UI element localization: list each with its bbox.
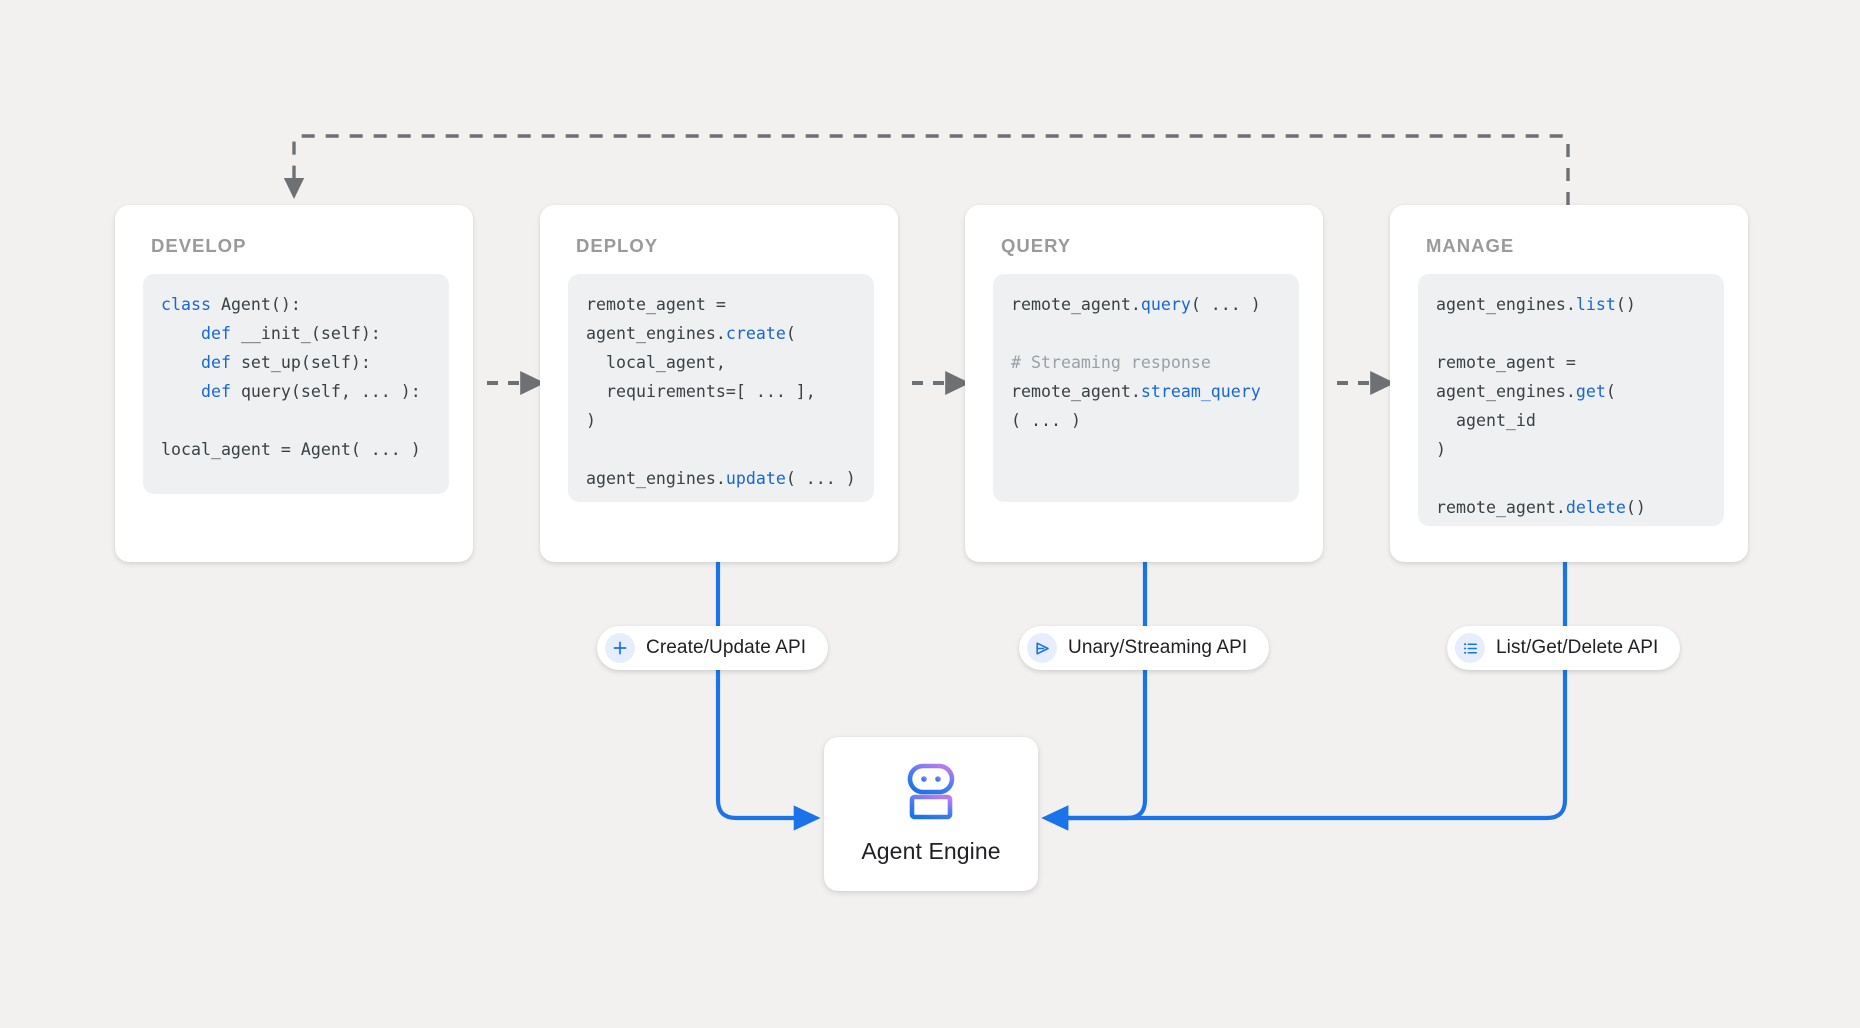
send-triangle-icon [1027, 633, 1057, 663]
api-connector-create-update [715, 562, 821, 831]
stage-card-deploy[interactable]: DEPLOY remote_agent = agent_engines.crea… [540, 205, 898, 562]
code-block-deploy: remote_agent = agent_engines.create( loc… [568, 274, 874, 502]
robot-icon [900, 763, 962, 826]
agent-engine-label: Agent Engine [861, 838, 1001, 864]
feedback-loop-connector [283, 134, 1570, 205]
plus-icon [605, 633, 635, 663]
api-pill-label: Create/Update API [646, 637, 807, 658]
stage-title: DEVELOP [151, 235, 247, 256]
api-pill-list-get-delete[interactable]: List/Get/Delete API [1447, 626, 1681, 670]
stage-title: QUERY [1001, 235, 1072, 256]
stage-card-query[interactable]: QUERY remote_agent.query( ... ) # Stream… [965, 205, 1323, 562]
code-block-query: remote_agent.query( ... ) # Streaming re… [993, 274, 1299, 502]
list-icon [1455, 633, 1485, 663]
api-pill-label: Unary/Streaming API [1068, 637, 1248, 658]
api-pill-create-update[interactable]: Create/Update API [597, 626, 829, 670]
agent-engine-node[interactable]: Agent Engine [824, 737, 1038, 891]
stage-card-develop[interactable]: DEVELOP class Agent(): def __init_(self)… [115, 205, 473, 562]
code-block-manage: agent_engines.list() remote_agent = agen… [1418, 274, 1724, 526]
api-pill-label: List/Get/Delete API [1496, 637, 1659, 658]
stage-card-manage[interactable]: MANAGE agent_engines.list() remote_agent… [1390, 205, 1748, 562]
api-connector-unary-streaming [1041, 562, 1148, 831]
api-connector-list-get-delete [1041, 562, 1568, 831]
code-block-develop: class Agent(): def __init_(self): def se… [143, 274, 449, 494]
stage-title: DEPLOY [576, 235, 659, 256]
stage-title: MANAGE [1426, 235, 1515, 256]
api-pill-unary-streaming[interactable]: Unary/Streaming API [1019, 626, 1270, 670]
